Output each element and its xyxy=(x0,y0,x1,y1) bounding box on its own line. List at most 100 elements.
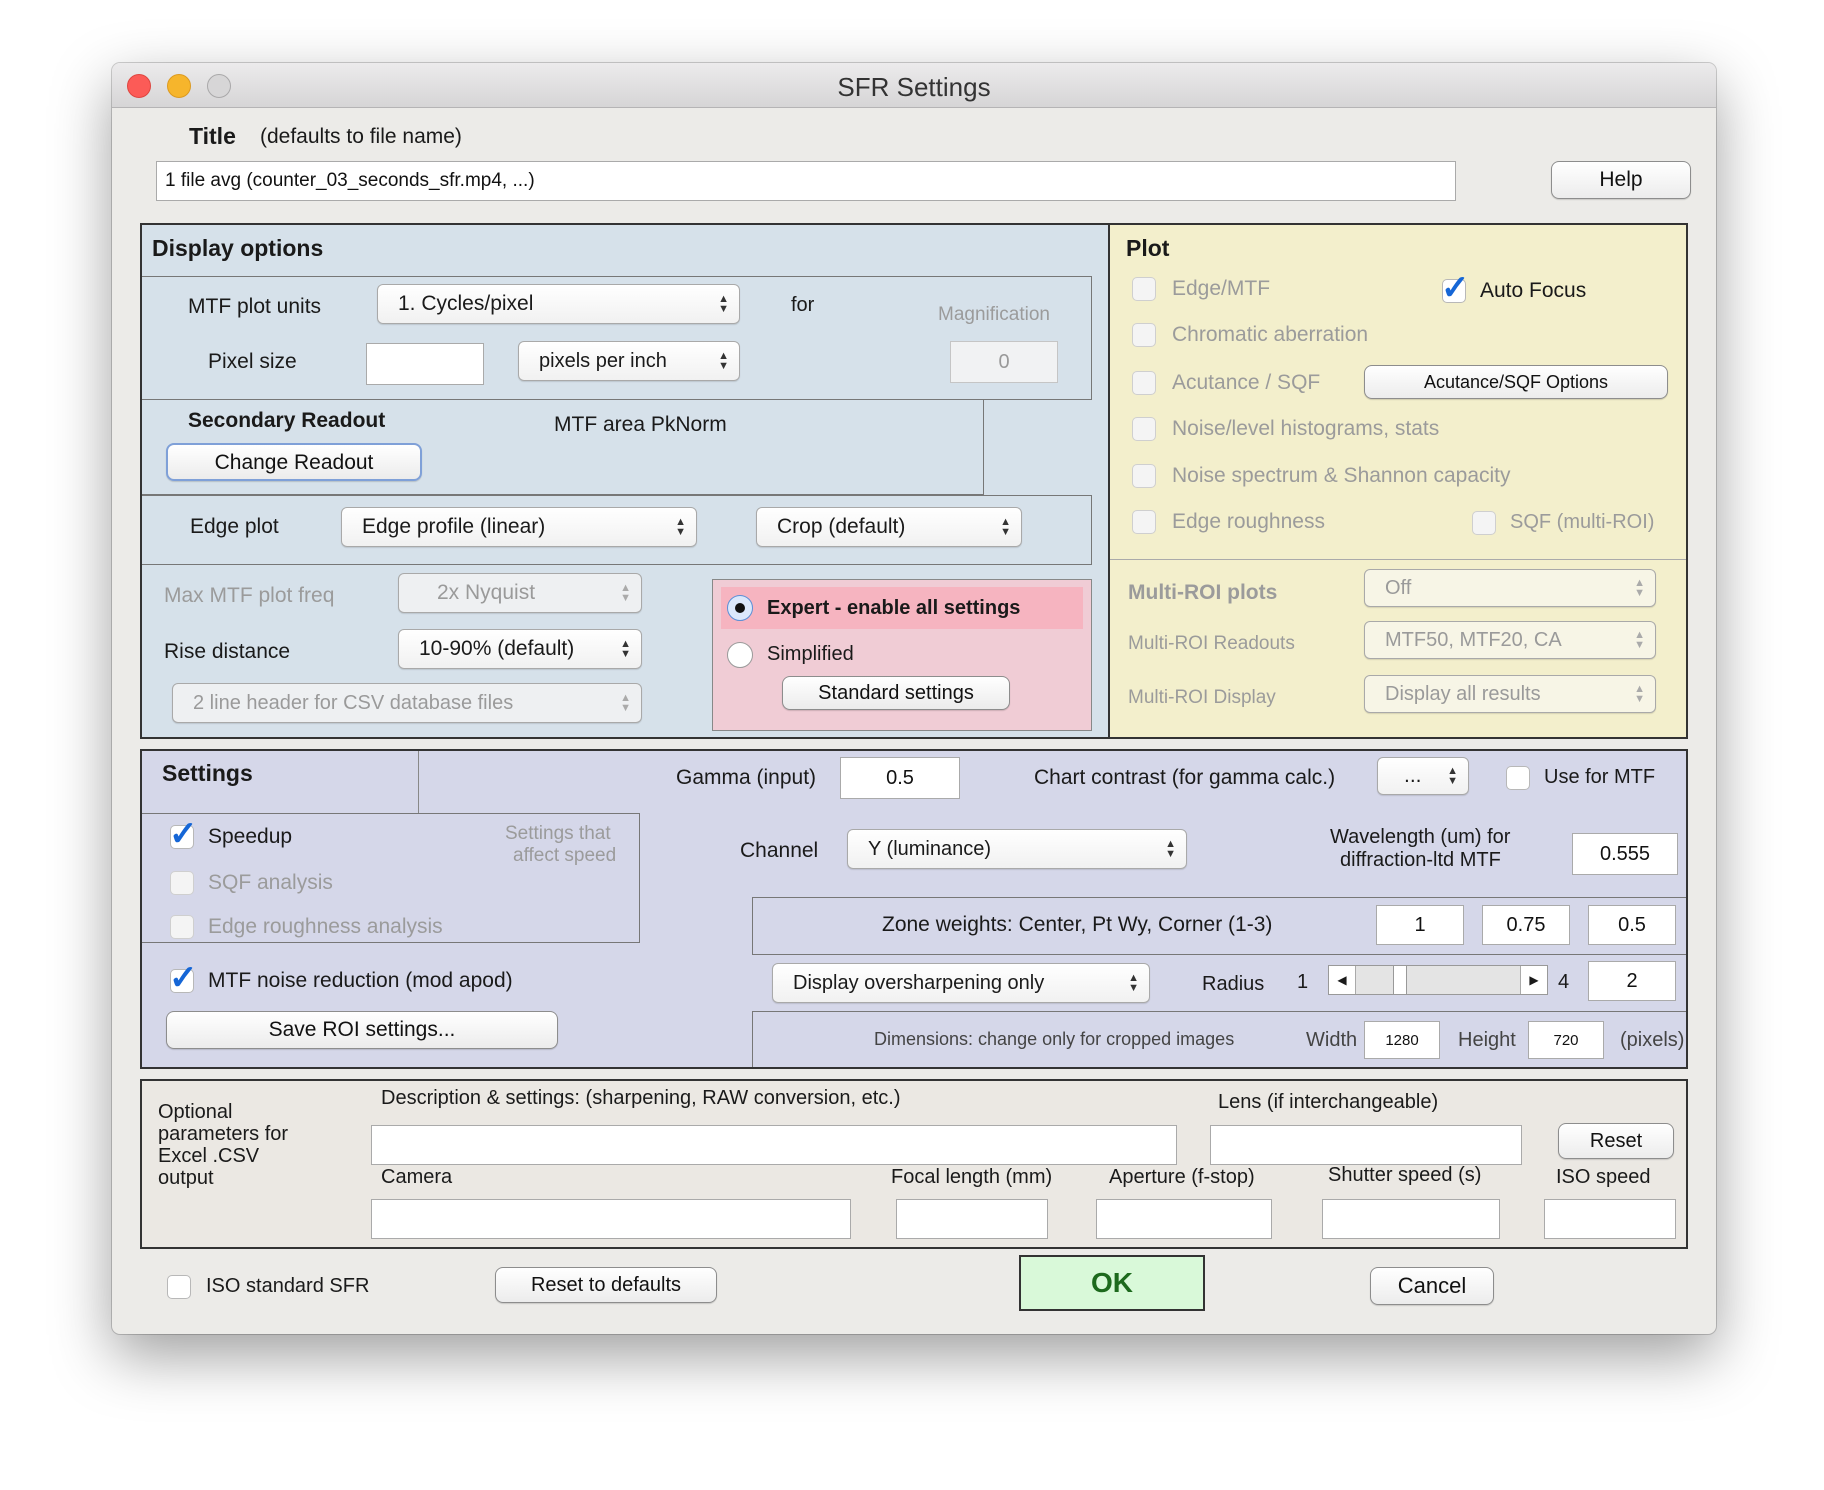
reset-button[interactable]: Reset xyxy=(1558,1123,1674,1159)
acutance-checkbox[interactable] xyxy=(1132,371,1156,395)
edge-roughness-checkbox[interactable] xyxy=(1132,510,1156,534)
magnification-input[interactable] xyxy=(950,341,1058,383)
width-label: Width xyxy=(1306,1029,1358,1051)
updown-arrows-icon: ▲▼ xyxy=(1165,838,1176,860)
multi-roi-readouts-label: Multi-ROI Readouts xyxy=(1128,633,1295,654)
noise-hist-checkbox[interactable] xyxy=(1132,417,1156,441)
speed-group xyxy=(142,813,640,943)
use-for-mtf-checkbox[interactable] xyxy=(1506,766,1530,790)
rise-distance-value: 10-90% (default) xyxy=(419,637,575,660)
mtf-noise-label: MTF noise reduction (mod apod) xyxy=(208,969,513,992)
speed-note-line2: affect speed xyxy=(513,845,617,866)
chromatic-label: Chromatic aberration xyxy=(1172,323,1369,346)
zoom-window-button[interactable] xyxy=(207,74,231,98)
simplified-radio[interactable] xyxy=(727,642,753,668)
noise-hist-label: Noise/level histograms, stats xyxy=(1172,417,1440,440)
mtf-plot-units-value: 1. Cycles/pixel xyxy=(398,292,534,315)
zone-ptwy-input[interactable] xyxy=(1482,905,1570,945)
speedup-checkbox[interactable]: ✓ xyxy=(169,815,198,853)
description-label: Description & settings: (sharpening, RAW… xyxy=(381,1087,901,1109)
secondary-readout-group xyxy=(142,399,984,495)
updown-arrows-icon: ▲▼ xyxy=(718,350,729,372)
zone-center-input[interactable] xyxy=(1376,905,1464,945)
edge-plot-label: Edge plot xyxy=(190,515,279,538)
noise-spectrum-checkbox[interactable] xyxy=(1132,464,1156,488)
shutter-speed-input[interactable] xyxy=(1322,1199,1500,1239)
gamma-input[interactable] xyxy=(840,757,960,799)
edge-plot-select[interactable]: Edge profile (linear) ▲▼ xyxy=(341,507,697,547)
edge-roughness-label: Edge roughness xyxy=(1172,510,1325,533)
secondary-readout-label: Secondary Readout xyxy=(188,409,386,432)
multi-roi-plots-label: Multi-ROI plots xyxy=(1128,581,1278,604)
csv-header-value: 2 line header for CSV database files xyxy=(193,692,514,714)
dimensions-group xyxy=(752,1011,1686,1067)
optional-label-line4: output xyxy=(158,1167,214,1189)
camera-input[interactable] xyxy=(371,1199,851,1239)
mtf-noise-checkbox[interactable]: ✓ xyxy=(169,959,198,997)
updown-arrows-icon: ▲▼ xyxy=(1634,629,1645,651)
multi-roi-display-select[interactable]: Display all results ▲▼ xyxy=(1364,675,1656,713)
max-mtf-select[interactable]: 2x Nyquist ▲▼ xyxy=(398,573,642,613)
sfr-settings-window: SFR Settings Title (defaults to file nam… xyxy=(112,63,1716,1334)
aperture-input[interactable] xyxy=(1096,1199,1272,1239)
pixel-size-input[interactable] xyxy=(366,343,484,385)
height-input[interactable] xyxy=(1528,1021,1604,1059)
sqf-analysis-checkbox[interactable] xyxy=(170,871,194,895)
radius-slider[interactable]: ◀ ▶ xyxy=(1328,965,1548,995)
csv-header-select[interactable]: 2 line header for CSV database files ▲▼ xyxy=(172,683,642,723)
acutance-options-button[interactable]: Acutance/SQF Options xyxy=(1364,365,1668,399)
change-readout-button[interactable]: Change Readout xyxy=(166,443,422,481)
crop-select[interactable]: Crop (default) ▲▼ xyxy=(756,507,1022,547)
title-bar: SFR Settings xyxy=(112,63,1716,108)
title-input[interactable] xyxy=(156,161,1456,201)
width-input[interactable] xyxy=(1364,1021,1440,1059)
edge-roughness-analysis-checkbox[interactable] xyxy=(170,915,194,939)
radius-input[interactable] xyxy=(1588,961,1676,1001)
title-label: Title xyxy=(189,123,236,149)
speed-note-line1: Settings that xyxy=(505,823,611,844)
minimize-window-button[interactable] xyxy=(167,74,191,98)
multi-roi-plots-select[interactable]: Off ▲▼ xyxy=(1364,569,1656,607)
description-input[interactable] xyxy=(371,1125,1177,1165)
chromatic-checkbox[interactable] xyxy=(1132,323,1156,347)
edge-plot-value: Edge profile (linear) xyxy=(362,515,546,538)
iso-speed-input[interactable] xyxy=(1544,1199,1676,1239)
chart-contrast-label: Chart contrast (for gamma calc.) xyxy=(1034,766,1336,789)
close-window-button[interactable] xyxy=(127,74,151,98)
lens-input[interactable] xyxy=(1210,1125,1522,1165)
oversharpen-value: Display oversharpening only xyxy=(793,972,1045,994)
auto-focus-checkbox[interactable]: ✓ xyxy=(1441,269,1470,307)
save-roi-button[interactable]: Save ROI settings... xyxy=(166,1011,558,1049)
edge-mtf-checkbox[interactable] xyxy=(1132,277,1156,301)
pixel-units-select[interactable]: pixels per inch ▲▼ xyxy=(518,341,740,381)
slider-thumb[interactable] xyxy=(1393,966,1407,994)
checkmark-icon: ✓ xyxy=(169,815,198,853)
cancel-button[interactable]: Cancel xyxy=(1370,1267,1494,1305)
zone-corner-input[interactable] xyxy=(1588,905,1676,945)
slider-left-arrow-icon[interactable]: ◀ xyxy=(1329,966,1356,994)
radius-label: Radius xyxy=(1202,973,1265,995)
rise-distance-select[interactable]: 10-90% (default) ▲▼ xyxy=(398,629,642,669)
wavelength-input[interactable] xyxy=(1572,833,1678,875)
reset-to-defaults-button[interactable]: Reset to defaults xyxy=(495,1267,717,1303)
plot-heading: Plot xyxy=(1126,235,1170,261)
multi-roi-readouts-select[interactable]: MTF50, MTF20, CA ▲▼ xyxy=(1364,621,1656,659)
channel-select[interactable]: Y (luminance) ▲▼ xyxy=(847,829,1187,869)
help-button[interactable]: Help xyxy=(1551,161,1691,199)
focal-length-label: Focal length (mm) xyxy=(891,1166,1053,1188)
iso-standard-checkbox[interactable] xyxy=(167,1275,191,1299)
use-for-mtf-label: Use for MTF xyxy=(1544,766,1656,788)
for-label: for xyxy=(791,294,815,316)
mtf-plot-units-select[interactable]: 1. Cycles/pixel ▲▼ xyxy=(377,284,740,324)
oversharpen-select[interactable]: Display oversharpening only ▲▼ xyxy=(772,963,1150,1003)
ok-button[interactable]: OK xyxy=(1019,1255,1205,1311)
expert-radio[interactable] xyxy=(727,595,753,621)
crop-value: Crop (default) xyxy=(777,515,906,538)
sqf-multi-checkbox[interactable] xyxy=(1472,511,1496,535)
standard-settings-button[interactable]: Standard settings xyxy=(782,676,1010,710)
focal-length-input[interactable] xyxy=(896,1199,1048,1239)
aperture-label: Aperture (f-stop) xyxy=(1109,1166,1255,1188)
wavelength-label-line2: diffraction-ltd MTF xyxy=(1340,849,1501,871)
chart-contrast-select[interactable]: ... ▲▼ xyxy=(1377,757,1469,795)
slider-right-arrow-icon[interactable]: ▶ xyxy=(1520,966,1547,994)
